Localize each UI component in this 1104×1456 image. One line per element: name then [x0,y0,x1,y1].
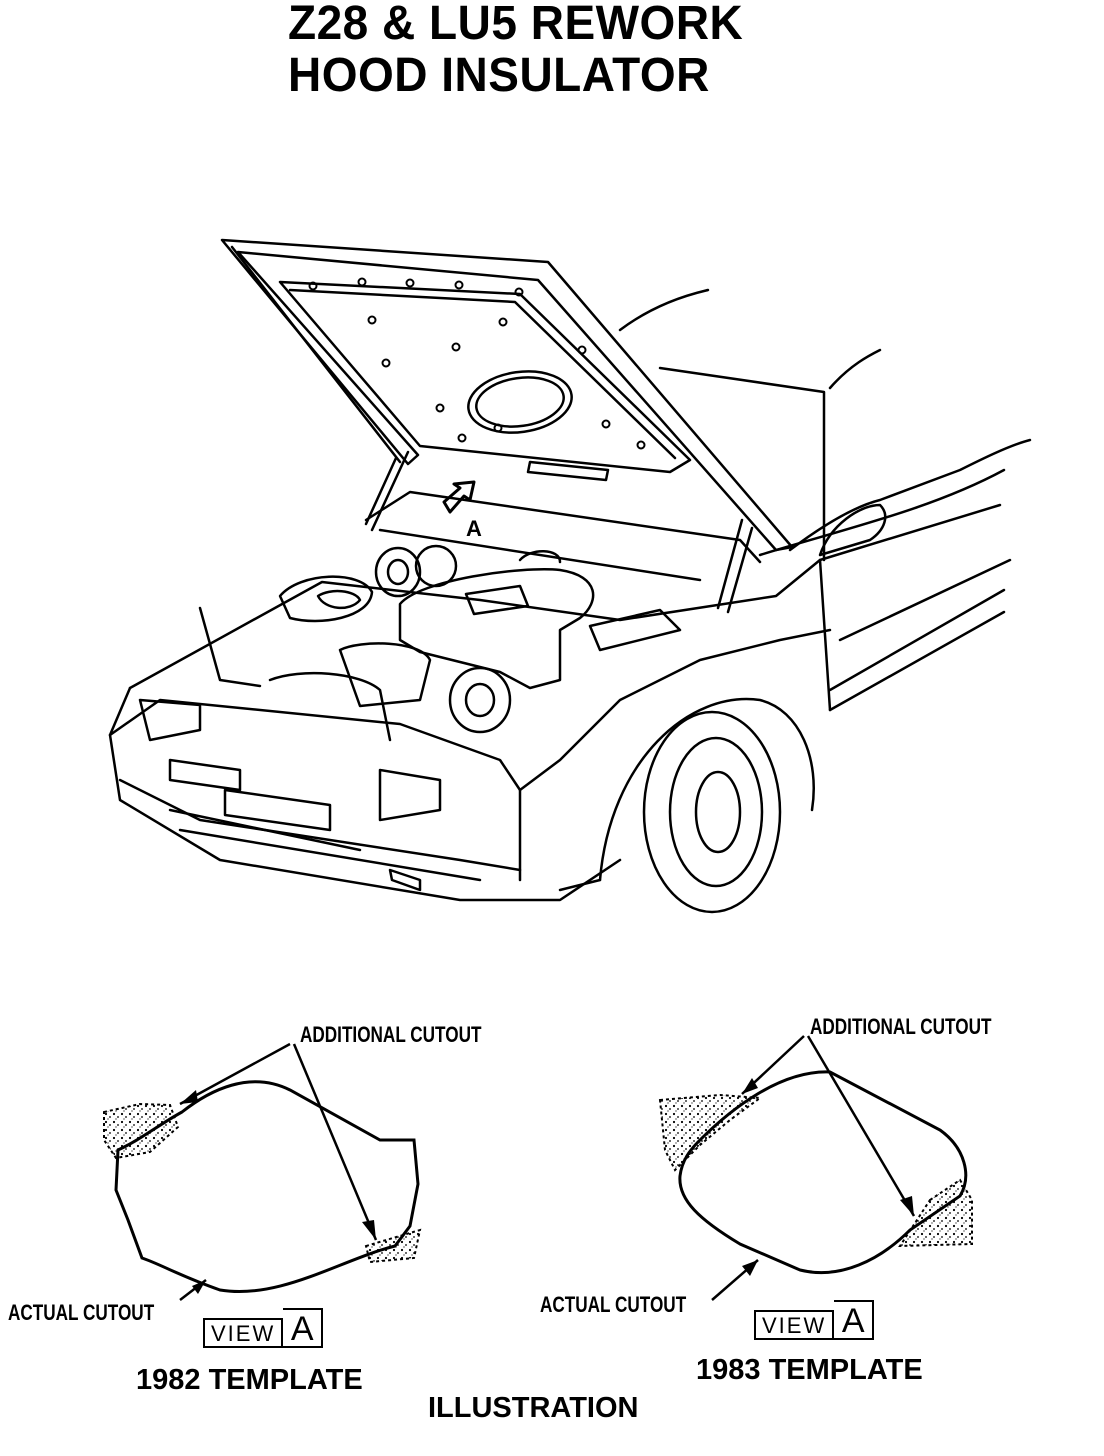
view-letter-1983: A [834,1300,875,1340]
washer-reservoir [278,575,374,623]
hood [220,238,794,552]
additional-cutout-area-1982 [103,1102,180,1160]
view-letter-1982: A [283,1308,324,1348]
view-a-box-1983: VIEW A [754,1300,875,1340]
view-a-marker: A [466,516,482,541]
left-headlight [138,698,202,742]
alternator [448,666,512,734]
air-cleaner [398,568,595,690]
right-strut [716,518,744,610]
view-a-box-1982: VIEW A [203,1308,324,1348]
additional-cutout-label-1983: ADDITIONAL CUTOUT [810,1014,992,1039]
title-line-1: Z28 & LU5 REWORK [288,0,744,50]
wheel-arch [598,697,815,882]
footer-caption: ILLUSTRATION [428,1392,639,1424]
actual-cutout-label-1982: ACTUAL CUTOUT [8,1300,155,1325]
insulator-clips [308,277,646,450]
view-a-arrow [442,480,476,514]
cowl-line [128,558,822,690]
actual-cutout-label-1983: ACTUAL CUTOUT [540,1292,687,1317]
template-1983-drawing [658,1035,973,1301]
engine-bay [198,490,762,742]
template-1982-drawing [103,1042,422,1301]
additional-cutout-label-1982: ADDITIONAL CUTOUT [300,1022,482,1047]
view-word-1982: VIEW [203,1318,284,1348]
caption-1982: 1982 TEMPLATE [136,1364,363,1396]
front-wheel [642,710,782,914]
left-strut [370,450,410,532]
actual-cutout-outline-1983 [678,1070,968,1275]
roof-line [618,288,710,332]
actual-cutout-outline-1982 [114,1080,420,1293]
right-headlight [378,768,442,822]
side-mirror [818,503,887,557]
additional-cutout-area-1983 [658,1093,763,1172]
title-line-2: HOOD INSULATOR [288,46,710,102]
view-word-1983: VIEW [754,1310,835,1340]
caption-1983: 1983 TEMPLATE [696,1354,923,1386]
door-edge [818,558,832,712]
